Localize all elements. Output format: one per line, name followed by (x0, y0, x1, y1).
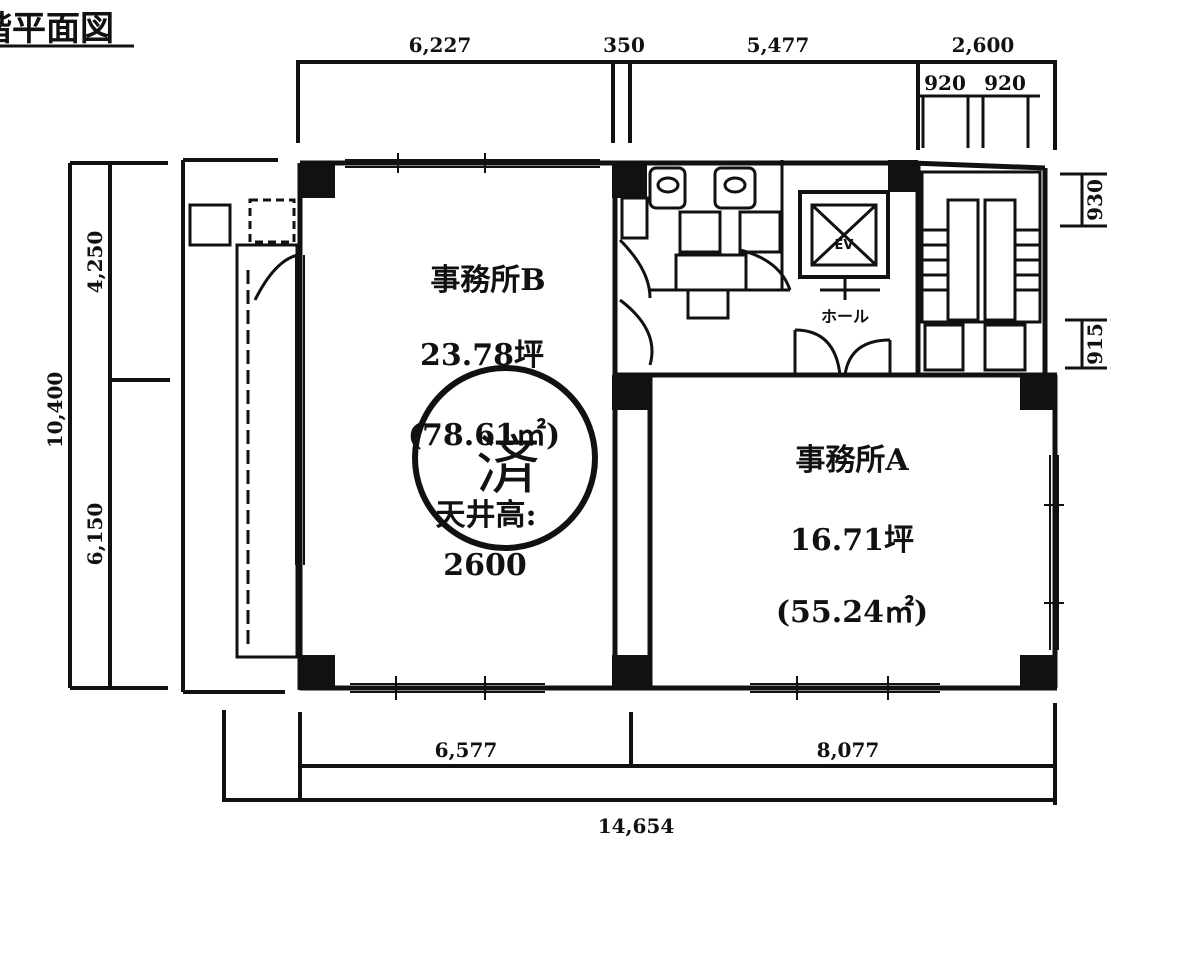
toilets (618, 160, 792, 366)
dim-top-sub-2: 920 (984, 71, 1026, 95)
office-b-name: 事務所B (430, 263, 545, 298)
dim-left-upper: 4,250 (83, 231, 107, 294)
completed-stamp: 済 (412, 365, 598, 551)
right-dimensions (1060, 172, 1107, 370)
outer-walls (297, 160, 1058, 691)
office-b-area: (78.61㎡) (408, 418, 560, 453)
elevator: EV (798, 190, 890, 279)
stairs (920, 170, 1042, 372)
dim-top-2: 350 (603, 33, 645, 57)
top-dimensions (296, 60, 1057, 150)
partition-walls (612, 163, 1055, 688)
left-dimensions (68, 158, 285, 694)
dim-right-upper: 930 (1083, 179, 1107, 221)
windows (295, 153, 1064, 700)
dim-top-1: 6,227 (409, 33, 472, 57)
plan-title: 階平面図 (0, 9, 114, 49)
dim-left-total: 10,400 (43, 372, 67, 449)
dim-bottom-2: 8,077 (817, 738, 880, 762)
office-a-name: 事務所A (795, 443, 909, 478)
dim-bottom-1: 6,577 (435, 738, 498, 762)
dim-bottom-total: 14,654 (598, 814, 675, 838)
dim-left-lower: 6,150 (83, 503, 107, 566)
stamp-text: 済 (476, 430, 540, 504)
bottom-dimensions (222, 703, 1057, 805)
dim-top-4: 2,600 (952, 33, 1015, 57)
balcony (188, 198, 299, 659)
hall-label: ホール (821, 307, 869, 326)
office-b-ceiling-value: 2600 (443, 548, 527, 583)
dim-top-3: 5,477 (747, 33, 810, 57)
office-a-tsubo: 16.71坪 (790, 523, 914, 558)
office-b-ceiling-label: 天井高: (435, 498, 536, 533)
hall-area (793, 278, 892, 376)
columns (300, 160, 1057, 690)
elevator-label: EV (835, 238, 854, 253)
dim-top-sub-1: 920 (924, 71, 966, 95)
dim-right-lower: 915 (1083, 323, 1107, 365)
office-a-area: (55.24㎡) (776, 595, 928, 630)
